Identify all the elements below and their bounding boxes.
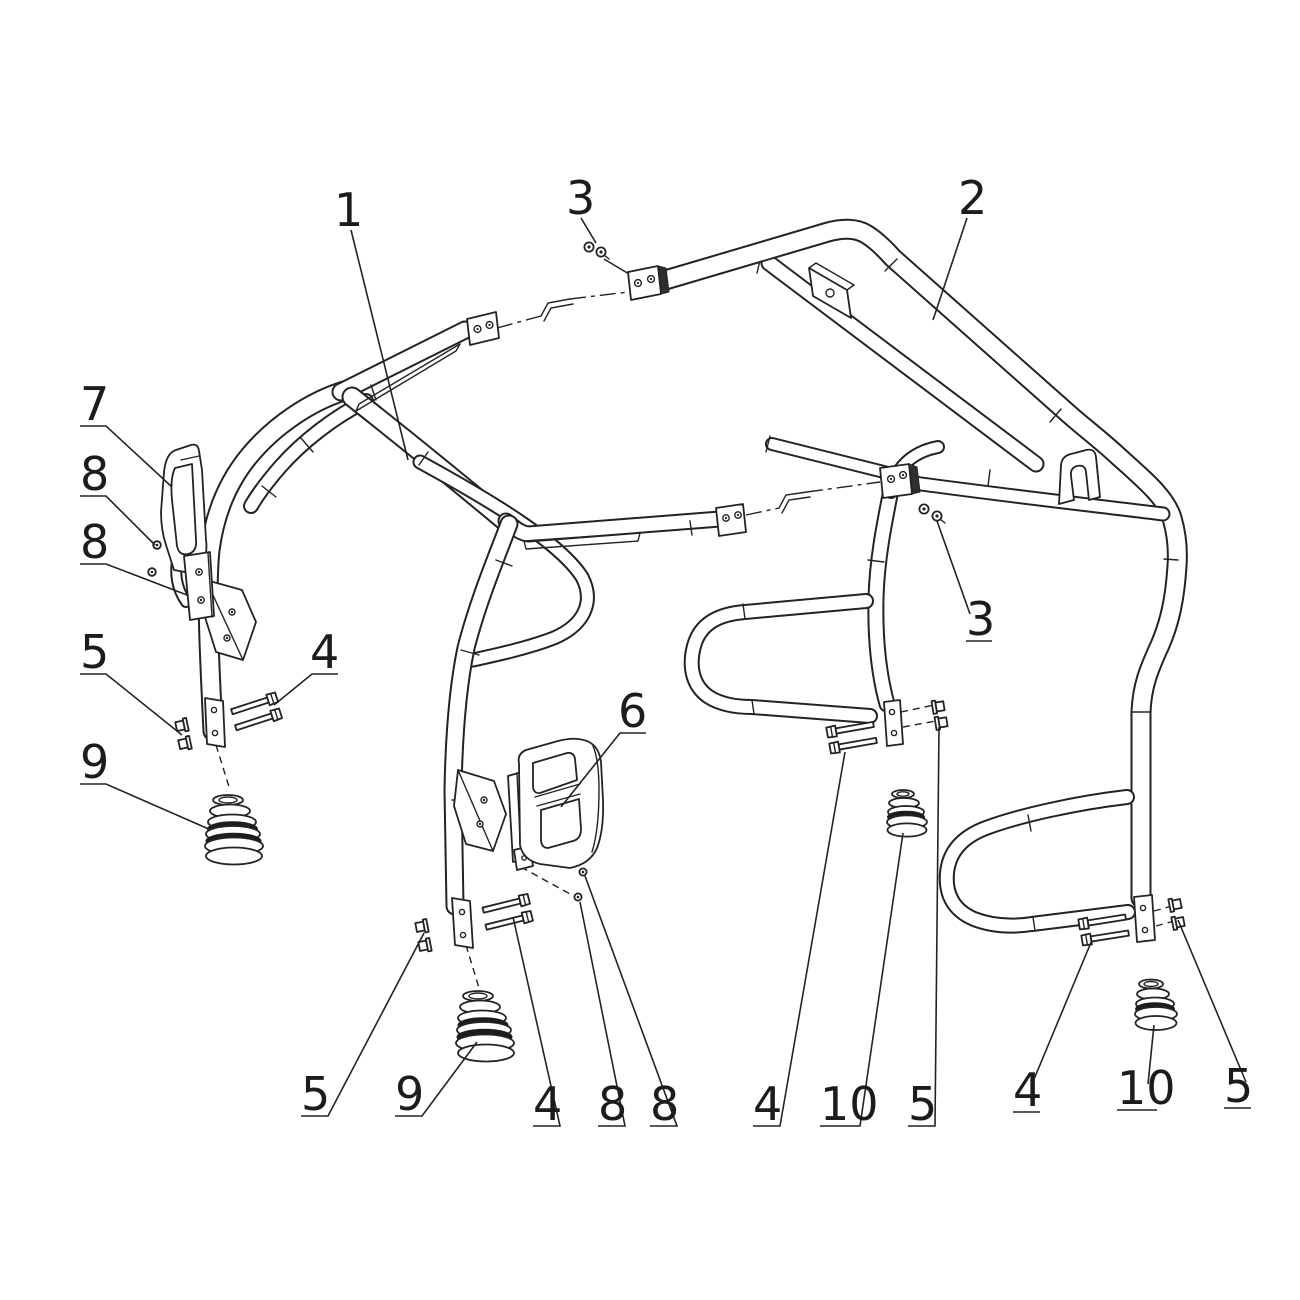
- gusset-plates: [203, 579, 507, 852]
- callout-9a: 9: [80, 735, 109, 789]
- plate-front-left: [466, 311, 500, 346]
- callout-8d: 8: [650, 1077, 679, 1131]
- grab-handle-left: [160, 443, 215, 621]
- callout-4c: 4: [753, 1077, 782, 1131]
- callout-labels: 1 3 2 7 8 8 5 4 9 6 3 5 9 4 8 8 4 10 5 4…: [80, 171, 1253, 1131]
- plate-front-right: [715, 503, 747, 537]
- callout-5c: 5: [908, 1077, 937, 1131]
- callout-1: 1: [334, 183, 363, 237]
- callout-4d: 4: [1013, 1063, 1042, 1117]
- callout-8a: 8: [80, 447, 109, 501]
- front-frame-section: [197, 320, 742, 916]
- callout-3a: 3: [566, 171, 595, 225]
- callout-8c: 8: [598, 1077, 627, 1131]
- callout-10a: 10: [820, 1077, 879, 1131]
- callout-9b: 9: [395, 1067, 424, 1121]
- rubber-boot-far-right: [1134, 978, 1178, 1031]
- leg-tabs: [204, 697, 1156, 949]
- callout-4b: 4: [533, 1077, 562, 1131]
- gusset-center: [453, 769, 507, 852]
- rubber-boot-mid-right: [886, 789, 928, 838]
- callout-6: 6: [618, 684, 647, 738]
- callout-5d: 5: [1224, 1059, 1253, 1113]
- small-screws: [147, 241, 946, 902]
- hook-bracket: [1058, 448, 1101, 505]
- plate-rear-right: [879, 463, 921, 499]
- connector-plates: [466, 265, 921, 537]
- callout-7: 7: [80, 377, 109, 431]
- callout-4a: 4: [310, 625, 339, 679]
- rear-frame-section: [651, 218, 1188, 934]
- callout-3b: 3: [966, 592, 995, 646]
- leader-lines: [80, 217, 1251, 1127]
- callout-5b: 5: [301, 1067, 330, 1121]
- callout-5a: 5: [80, 625, 109, 679]
- callout-8b: 8: [80, 515, 109, 569]
- callout-2: 2: [958, 171, 987, 225]
- callout-10b: 10: [1117, 1061, 1176, 1115]
- plate-rear-left: [627, 265, 670, 301]
- roof-mount-plate: [808, 262, 856, 319]
- flange-nuts: [174, 699, 1186, 953]
- grab-handle-center: [507, 737, 605, 871]
- rubber-boot-left: [204, 794, 264, 866]
- rubber-boot-center: [455, 990, 515, 1063]
